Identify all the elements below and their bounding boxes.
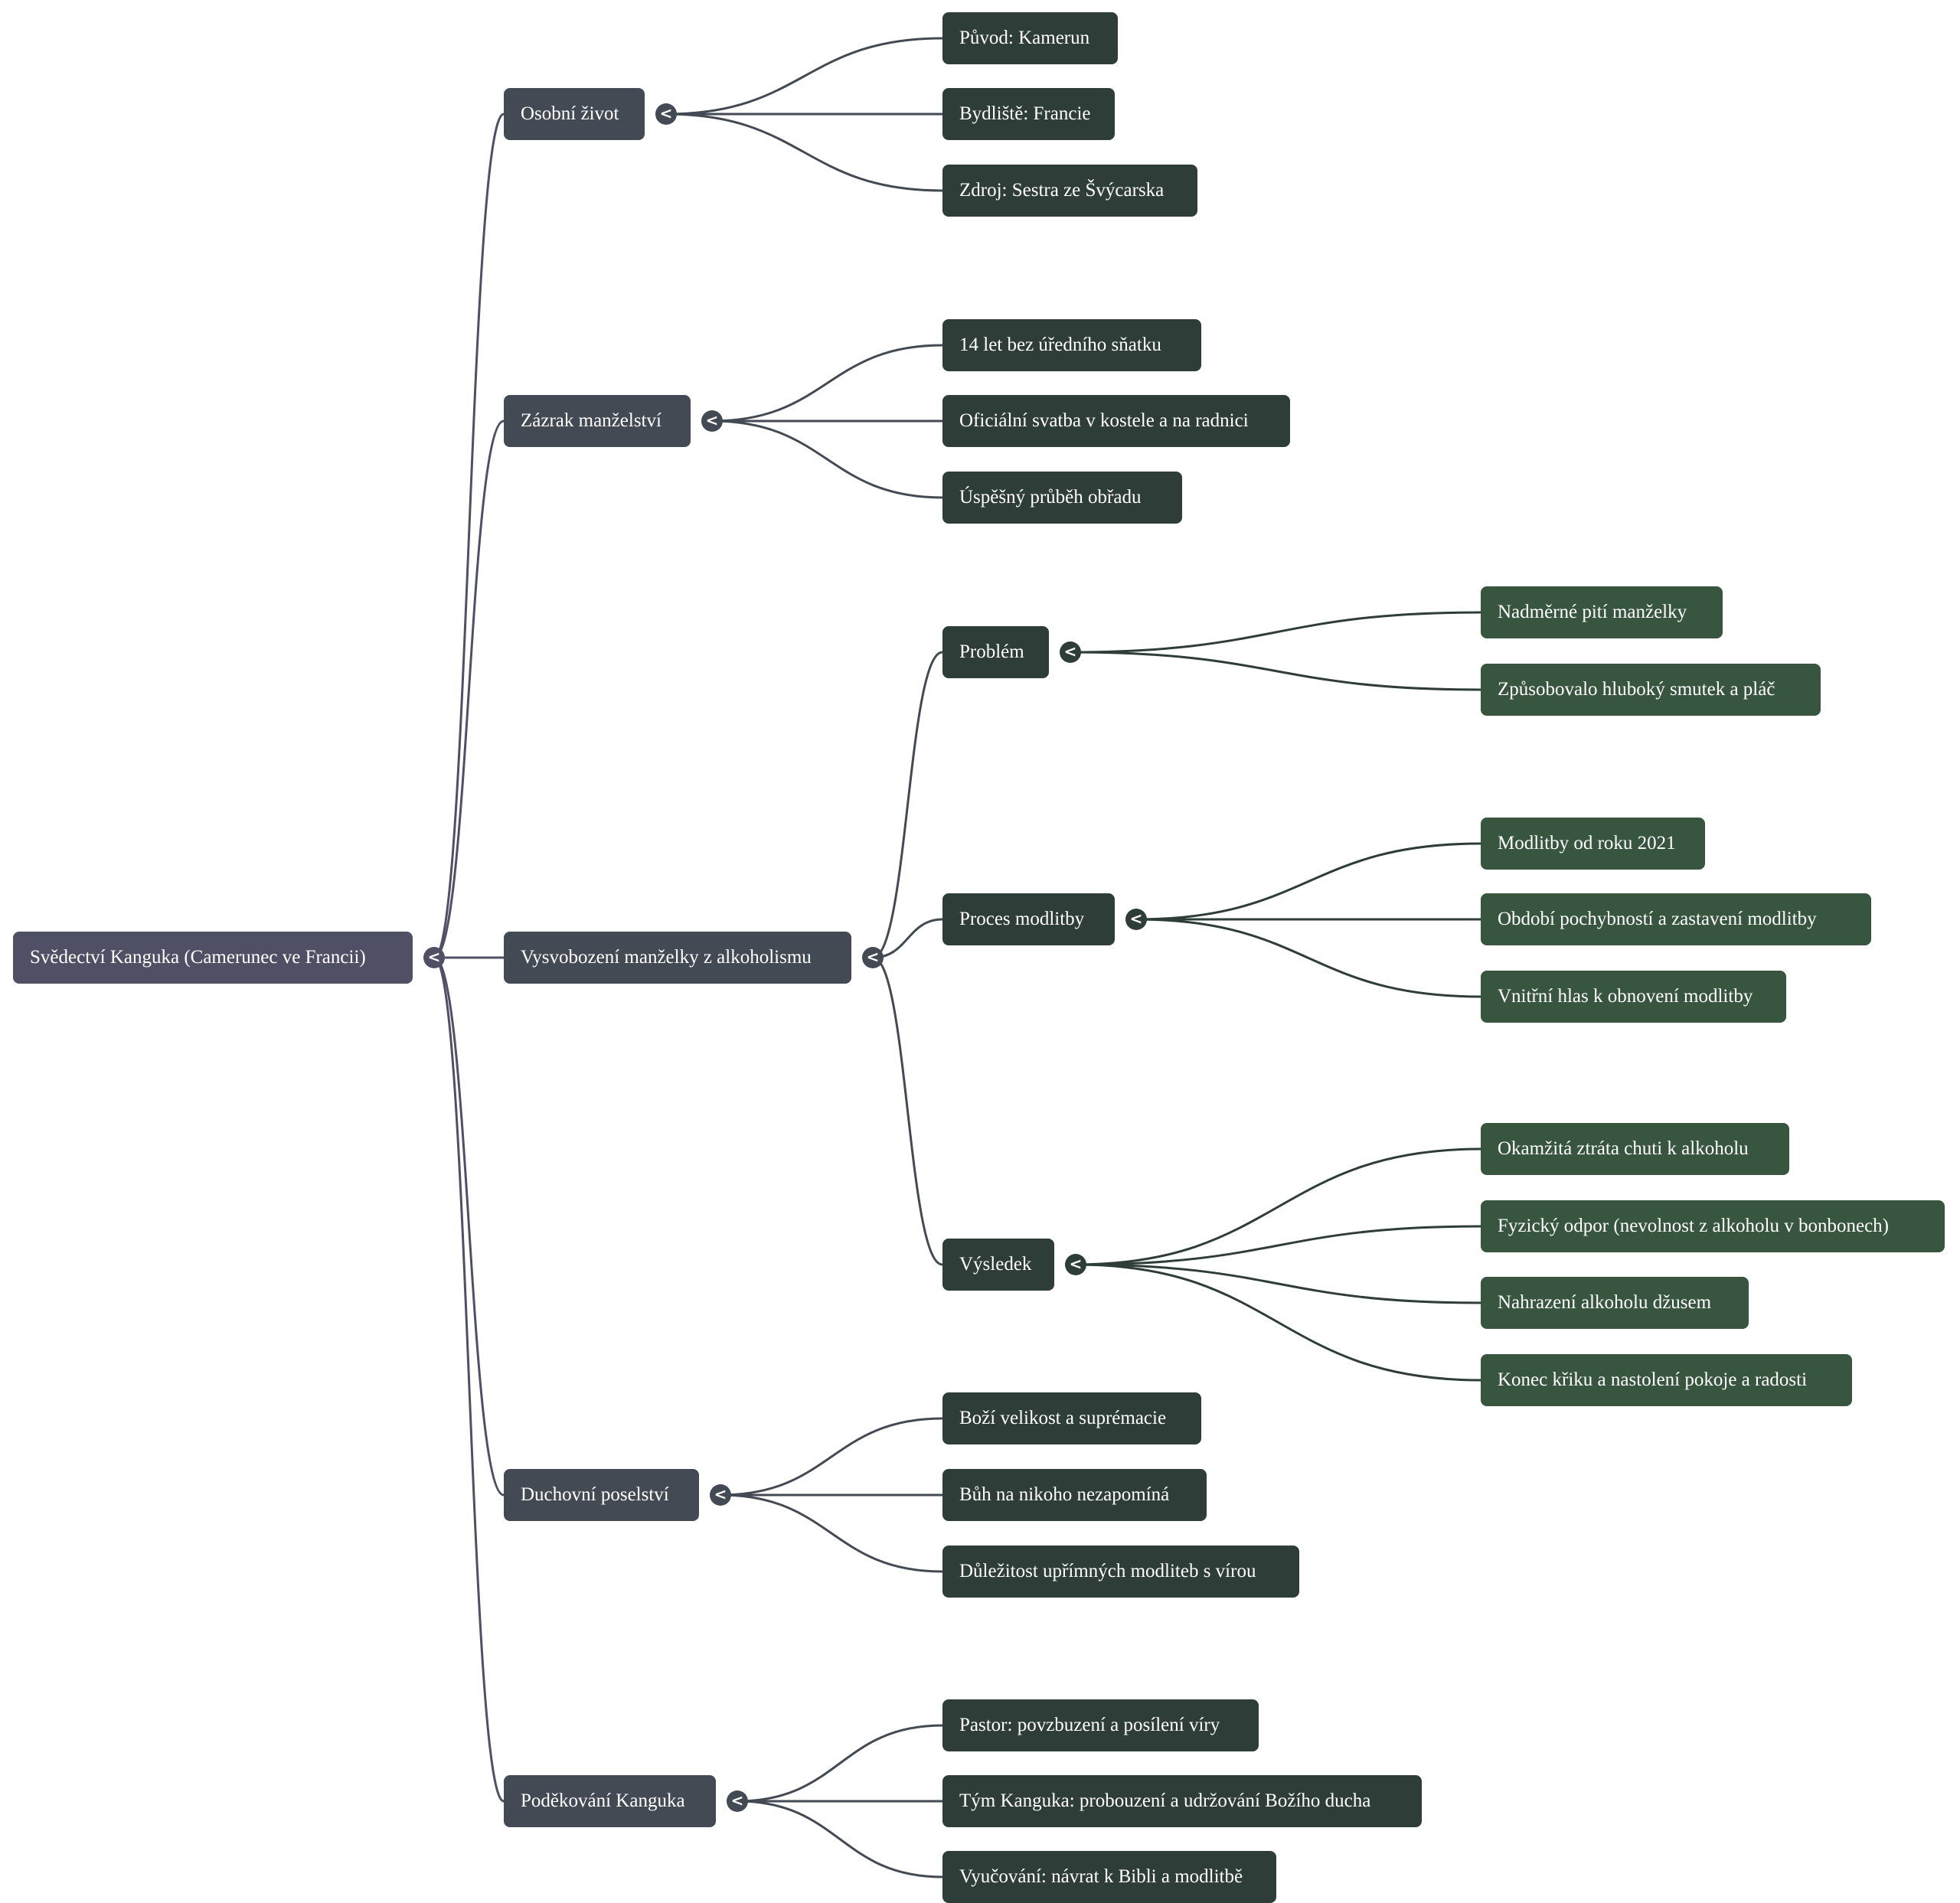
mindmap-node-level-2[interactable]: Pastor: povzbuzení a posílení víry xyxy=(942,1699,1259,1751)
edge-connector xyxy=(1075,1263,1481,1304)
mindmap-node-level-3[interactable]: Období pochybností a zastavení modlitby xyxy=(1481,893,1871,945)
mindmap-node-level-2[interactable]: Tým Kanguka: probouzení a udržování Boží… xyxy=(942,1775,1422,1827)
mindmap-node-level-1[interactable]: Duchovní poselství xyxy=(504,1469,699,1521)
mindmap-node-level-2[interactable]: Oficiální svatba v kostele a na radnici xyxy=(942,395,1290,447)
mindmap-node-level-3[interactable]: Okamžitá ztráta chuti k alkoholu xyxy=(1481,1123,1789,1175)
edge-connector xyxy=(433,419,505,959)
collapse-toggle-icon[interactable]: < xyxy=(727,1790,748,1812)
edge-connector xyxy=(872,651,943,959)
mindmap-node-level-3[interactable]: Nadměrné pití manželky xyxy=(1481,586,1723,638)
mindmap-node-level-2[interactable]: Proces modlitby xyxy=(942,893,1115,945)
mindmap-node-level-3[interactable]: Vnitřní hlas k obnovení modlitby xyxy=(1481,971,1786,1023)
mindmap-node-level-2[interactable]: Boží velikost a suprémacie xyxy=(942,1392,1201,1444)
edge-connector xyxy=(1070,611,1481,654)
mindmap-node-level-1[interactable]: Osobní život xyxy=(504,88,645,140)
edge-connector xyxy=(1070,651,1481,691)
edge-connector xyxy=(737,1724,943,1803)
edge-connector xyxy=(872,956,943,1266)
collapse-toggle-icon[interactable]: < xyxy=(862,947,884,968)
edge-connector xyxy=(665,37,943,116)
edge-connector xyxy=(433,956,505,1497)
collapse-toggle-icon[interactable]: < xyxy=(655,103,677,125)
mindmap-node-level-2[interactable]: Zdroj: Sestra ze Švýcarska xyxy=(942,165,1197,217)
mindmap-node-level-2[interactable]: Problém xyxy=(942,626,1049,678)
edge-connector xyxy=(665,113,943,192)
mindmap-node-level-3[interactable]: Fyzický odpor (nevolnost z alkoholu v bo… xyxy=(1481,1200,1945,1252)
mindmap-node-level-1[interactable]: Vysvobození manželky z alkoholismu xyxy=(504,932,851,984)
mindmap-node-level-2[interactable]: Bůh na nikoho nezapomíná xyxy=(942,1469,1207,1521)
collapse-toggle-icon[interactable]: < xyxy=(423,947,445,968)
edge-connector xyxy=(1135,842,1481,921)
mindmap-node-level-2[interactable]: Výsledek xyxy=(942,1239,1054,1291)
collapse-toggle-icon[interactable]: < xyxy=(710,1484,731,1506)
edge-connector xyxy=(1075,1263,1481,1382)
edge-connector xyxy=(433,956,505,1803)
mindmap-node-level-3[interactable]: Modlitby od roku 2021 xyxy=(1481,818,1705,870)
edge-connector xyxy=(711,419,943,499)
edge-connector xyxy=(711,344,943,423)
edge-connector xyxy=(1135,918,1481,998)
edge-connector xyxy=(720,1417,943,1497)
mindmap-node-level-2[interactable]: Bydliště: Francie xyxy=(942,88,1115,140)
mindmap-node-level-2[interactable]: Důležitost upřímných modliteb s vírou xyxy=(942,1546,1299,1598)
edge-connector xyxy=(433,113,505,959)
mindmap-node-level-3[interactable]: Nahrazení alkoholu džusem xyxy=(1481,1277,1749,1329)
mindmap-node-level-2[interactable]: Vyučování: návrat k Bibli a modlitbě xyxy=(942,1851,1276,1903)
edge-connector xyxy=(872,918,943,959)
collapse-toggle-icon[interactable]: < xyxy=(1125,909,1147,930)
mindmap-node-level-3[interactable]: Způsobovalo hluboký smutek a pláč xyxy=(1481,664,1821,716)
mindmap-node-level-1[interactable]: Zázrak manželství xyxy=(504,395,691,447)
mindmap-node-level-2[interactable]: Úspěšný průběh obřadu xyxy=(942,472,1182,524)
collapse-toggle-icon[interactable]: < xyxy=(1060,641,1081,663)
edge-connector xyxy=(1075,1225,1481,1266)
edge-connector xyxy=(720,1493,943,1573)
edge-connector xyxy=(737,1800,943,1879)
mindmap-node-level-3[interactable]: Konec křiku a nastolení pokoje a radosti xyxy=(1481,1354,1852,1406)
collapse-toggle-icon[interactable]: < xyxy=(1065,1254,1086,1275)
edge-connector xyxy=(1075,1147,1481,1266)
mindmap-node-level-1[interactable]: Poděkování Kanguka xyxy=(504,1775,716,1827)
mindmap-node-level-2[interactable]: Původ: Kamerun xyxy=(942,12,1118,64)
mindmap-node-level-2[interactable]: 14 let bez úředního sňatku xyxy=(942,319,1201,371)
collapse-toggle-icon[interactable]: < xyxy=(701,410,723,432)
root-node[interactable]: Svědectví Kanguka (Camerunec ve Francii) xyxy=(13,932,413,984)
